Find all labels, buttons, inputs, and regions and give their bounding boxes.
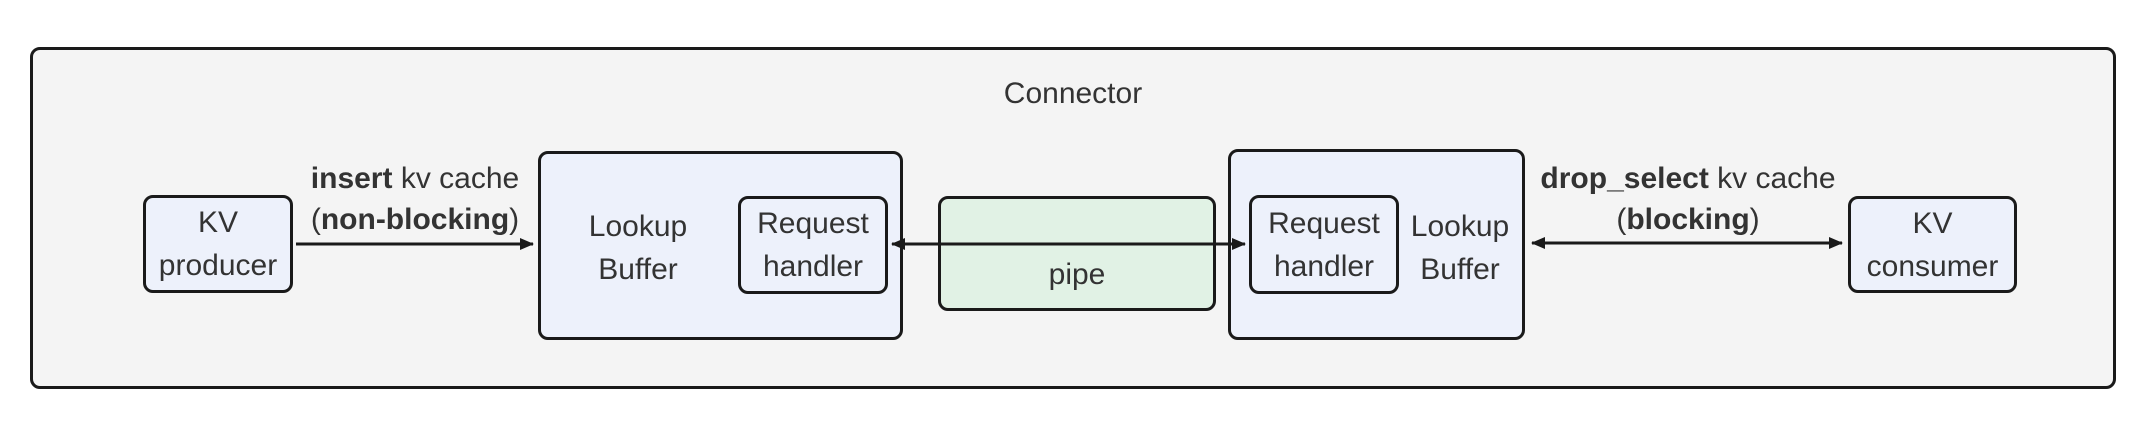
drop-select-edge-label: drop_select kv cache (blocking)	[1528, 158, 1848, 240]
edge-label-bold: drop_select	[1540, 162, 1709, 195]
edge-label-text: kv cache	[392, 162, 520, 195]
node-label-line: consumer	[1866, 249, 1999, 283]
pipe-label: pipe	[1048, 258, 1106, 291]
edge-label-line: (blocking)	[1528, 199, 1848, 240]
node-label-line: handler	[762, 250, 864, 283]
node-label-line: Request	[757, 207, 869, 240]
node-label-line: KV	[1912, 206, 1953, 240]
edge-label-bold: non-blocking	[320, 203, 510, 236]
node-label-line: Buffer	[598, 253, 678, 286]
lookup-buffer-right-label: Lookup Buffer	[1390, 205, 1530, 291]
connector-title: Connector	[1003, 77, 1143, 110]
node-label-line: Lookup	[1410, 210, 1510, 243]
edge-label-line: insert kv cache	[285, 158, 545, 199]
edge-label-text: (	[310, 203, 321, 236]
edge-label-text: (	[1616, 203, 1627, 236]
edge-label-text: kv cache	[1708, 162, 1836, 195]
kv-producer-node: KV producer	[143, 195, 293, 293]
insert-edge-label: insert kv cache (non-blocking)	[285, 158, 545, 240]
node-label-line: Request	[1268, 206, 1380, 240]
lookup-buffer-left-label: Lookup Buffer	[538, 205, 738, 291]
request-handler-left-node: Request handler	[738, 196, 888, 294]
edge-label-bold: insert	[310, 162, 393, 195]
node-label-line: producer	[158, 249, 278, 282]
edge-label-text: )	[509, 203, 520, 236]
edge-label-line: (non-blocking)	[285, 199, 545, 240]
pipe-node: pipe	[938, 196, 1216, 311]
node-label-line: KV	[197, 206, 239, 239]
node-label-line: handler	[1273, 249, 1375, 283]
edge-label-text: )	[1749, 203, 1760, 236]
edge-label-line: drop_select kv cache	[1528, 158, 1848, 199]
request-handler-right-node: Request handler	[1249, 195, 1399, 294]
node-label-line: Lookup	[588, 210, 688, 243]
edge-label-bold: blocking	[1626, 203, 1750, 236]
node-label-line: Buffer	[1420, 253, 1500, 286]
kv-consumer-node: KV consumer	[1848, 196, 2017, 293]
